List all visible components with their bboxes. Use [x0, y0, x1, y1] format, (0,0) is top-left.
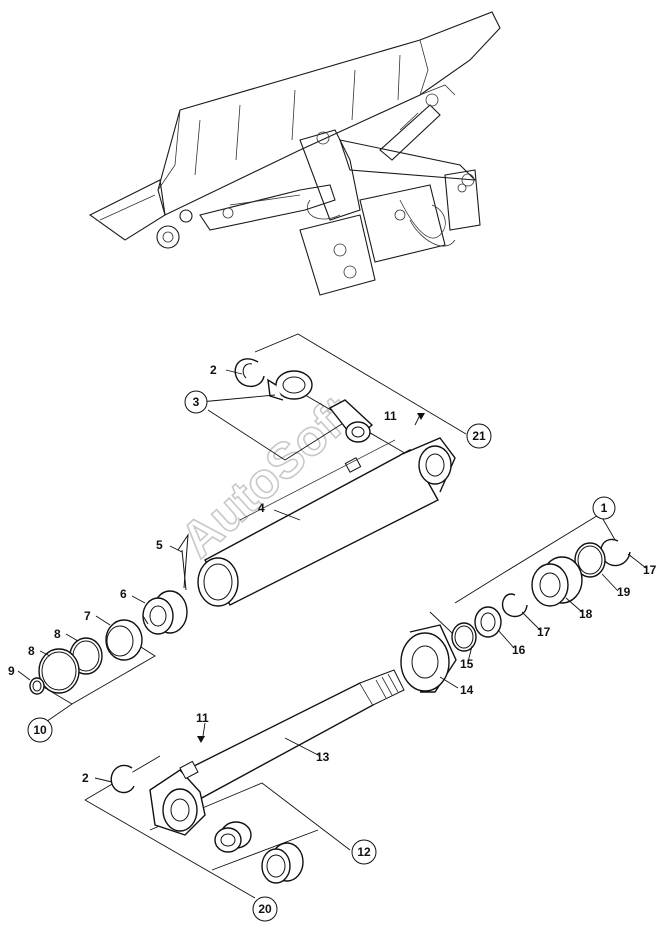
piston: [142, 590, 188, 635]
bushing-upper: [267, 370, 313, 401]
label-21: 21: [472, 429, 486, 443]
label-6: 6: [120, 587, 127, 601]
callout-circle-21: [466, 423, 492, 449]
label-4: 4: [258, 501, 265, 515]
bushing-lower: [261, 842, 304, 884]
label-1: 1: [601, 501, 608, 515]
leader-lines: [17, 369, 647, 783]
label-5: 5: [156, 538, 163, 552]
label-17-upper: 17: [643, 563, 657, 577]
label-2-lower: 2: [82, 771, 89, 785]
label-7: 7: [84, 609, 91, 623]
o-ring-small: [29, 677, 45, 695]
callout-circle-20: [252, 896, 278, 922]
cylinder-tube: [197, 437, 456, 607]
label-20: 20: [258, 902, 272, 916]
callouts: 2 3 4 5 6 7 8 8 9 10 11 11 12 13 14 15 1…: [8, 363, 657, 922]
piston-rod: [149, 669, 405, 836]
label-3: 3: [193, 395, 200, 409]
callout-circle-3: [184, 390, 208, 414]
marker-arrow-11-lower: [197, 736, 205, 743]
cylinder-head-14: [400, 624, 457, 693]
callout-circle-12: [351, 839, 377, 865]
label-11-upper: 11: [384, 409, 397, 423]
spherical-bearing-upper: [328, 399, 374, 443]
wiper-ring-19: [574, 542, 606, 578]
spherical-bearing-lower: [214, 821, 252, 853]
seal-ring-8-lower: [38, 648, 80, 694]
label-12: 12: [357, 845, 371, 859]
label-18: 18: [579, 607, 593, 621]
callout-circle-10: [27, 717, 53, 743]
label-8-lower: 8: [28, 644, 35, 658]
seal-15: [451, 622, 477, 652]
marker-arrow-11-upper: [417, 413, 425, 420]
piston-seal-ring: [105, 619, 143, 661]
label-15: 15: [460, 657, 474, 671]
seal-16: [474, 606, 502, 638]
label-13: 13: [316, 750, 330, 764]
label-17-lower: 17: [537, 625, 551, 639]
snap-ring-lower: [110, 764, 135, 794]
callout-circle-1: [592, 496, 616, 520]
label-9: 9: [8, 664, 15, 678]
blade-assembly-overview: [88, 11, 501, 296]
group-bracket-lines: [39, 333, 619, 899]
label-19: 19: [617, 585, 631, 599]
snap-ring-upper: [234, 358, 265, 387]
label-8-upper: 8: [54, 627, 61, 641]
label-2-upper: 2: [210, 363, 217, 377]
label-10: 10: [33, 723, 47, 737]
label-11-lower: 11: [196, 711, 209, 725]
label-14: 14: [460, 683, 474, 697]
label-16: 16: [512, 643, 526, 657]
gland-18: [531, 556, 583, 607]
cotter-pin: [177, 533, 189, 591]
snap-ring-17-lower: [501, 593, 528, 618]
